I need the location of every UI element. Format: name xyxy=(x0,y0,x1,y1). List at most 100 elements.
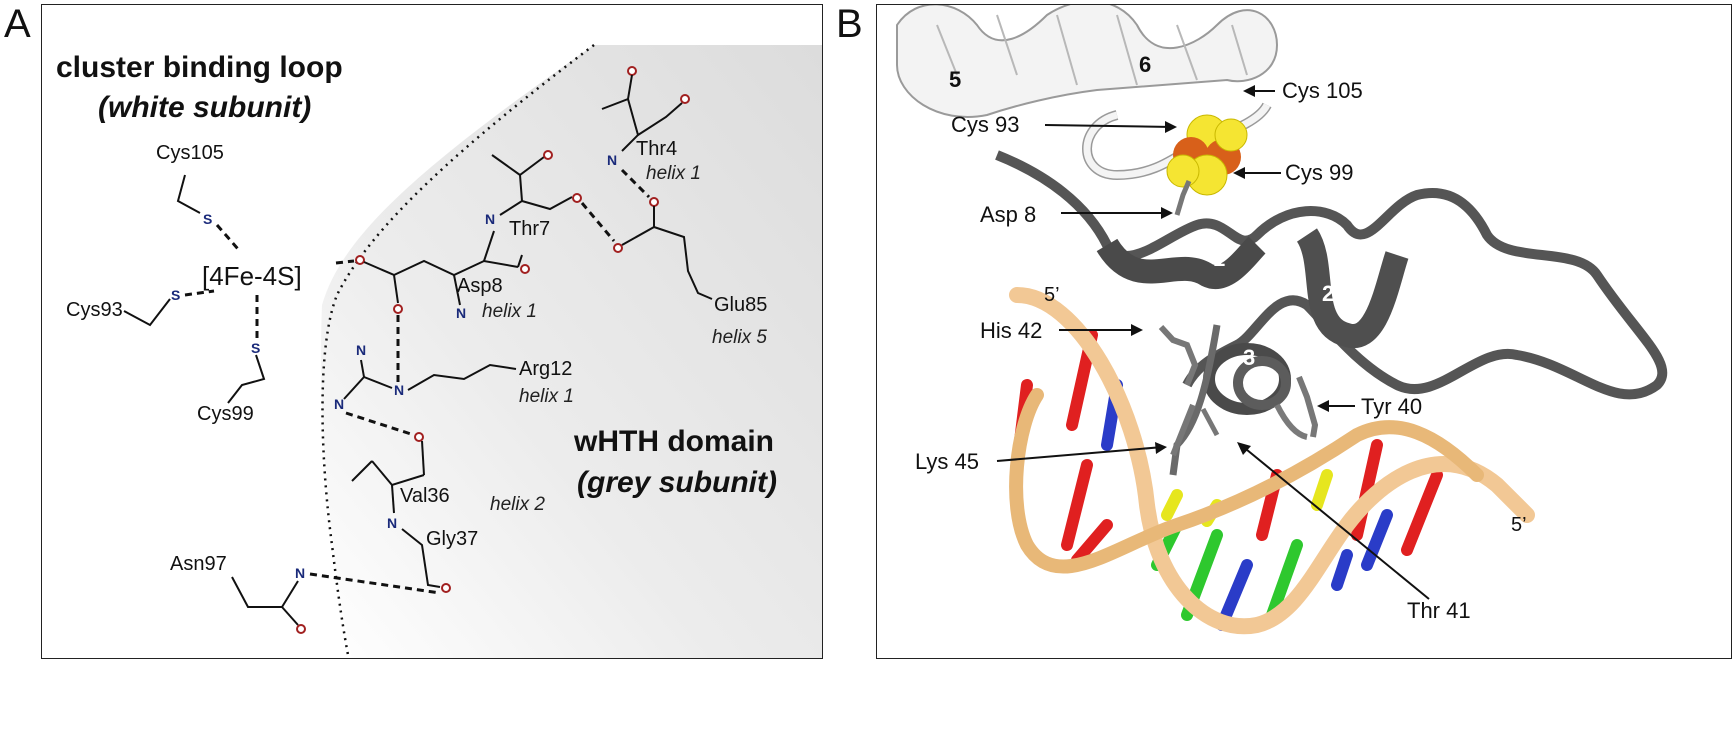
asn97-gly37-hbond xyxy=(309,572,441,595)
dna-5prime-top: 5’ xyxy=(1044,284,1060,306)
title-grey-subunit: (grey subunit) xyxy=(577,466,777,499)
thr7-methyl xyxy=(491,154,521,176)
cys99-b-label: Cys 99 xyxy=(1285,160,1353,185)
thr41-arrow xyxy=(1240,444,1430,600)
cys105-bond xyxy=(176,174,201,214)
his42-arrowhead xyxy=(1131,324,1143,336)
cys105-label: Cys105 xyxy=(156,142,224,164)
arg12-guan-1 xyxy=(360,359,365,378)
thr41-b-label: Thr 41 xyxy=(1407,598,1471,623)
cys93-label: Cys93 xyxy=(66,299,123,321)
arg12-label: Arg12 xyxy=(519,358,572,380)
asp8-arrowhead xyxy=(1161,207,1173,219)
asn97-oxygen xyxy=(296,624,306,634)
helix-number-1: 1 xyxy=(1213,246,1225,271)
panel-a-diagram: cluster binding loop (white subunit) wHT… xyxy=(56,44,822,658)
thr7-nitrogen: N xyxy=(485,211,495,227)
asp8-cluster-hbond xyxy=(335,259,355,265)
cys93-b-label: Cys 93 xyxy=(951,112,1019,137)
thr4-carbonyl xyxy=(637,102,683,136)
helix-number-5: 5 xyxy=(949,67,961,92)
thr7-glu85-hbond xyxy=(580,202,616,242)
asp8-n-bond xyxy=(453,274,461,306)
cys105-arrowhead xyxy=(1243,85,1255,97)
cys99-bond xyxy=(227,354,266,404)
thr7-oxygen-2 xyxy=(572,193,582,203)
thr4-label: Thr4 xyxy=(636,138,677,160)
grey-subunit xyxy=(995,150,1668,476)
panel-b-structure: 5 6 1 2 3 xyxy=(896,5,1668,635)
thr4-oxygen-2 xyxy=(680,94,690,104)
panel-b-letter: B xyxy=(836,2,863,46)
arg12-helix: helix 1 xyxy=(519,386,574,407)
asn97-carbonyl xyxy=(281,606,299,626)
asp8-carbonyl xyxy=(517,254,523,268)
asp8-label: Asp8 xyxy=(457,275,503,297)
val36-oxygen xyxy=(414,432,424,442)
lys45-b-label: Lys 45 xyxy=(915,449,979,474)
lys45-arrow xyxy=(996,446,1164,462)
helix-number-6: 6 xyxy=(1139,52,1151,77)
asp8-helix: helix 1 xyxy=(482,301,537,322)
cys105-sulfur: S xyxy=(203,211,212,227)
cys99-sulfur: S xyxy=(251,340,260,356)
cys105-hbond xyxy=(215,224,240,250)
glu85-helix: helix 5 xyxy=(712,327,767,348)
lys45-arrowhead xyxy=(1155,442,1167,454)
thr7-label: Thr7 xyxy=(509,218,550,240)
cys93-bond xyxy=(123,298,171,327)
glu85-oxygen-1 xyxy=(649,197,659,207)
val36-nitrogen: N xyxy=(387,515,397,531)
tyr40-b-label: Tyr 40 xyxy=(1361,394,1422,419)
val36-n-bond xyxy=(391,484,395,514)
val36-label: Val36 xyxy=(400,485,450,507)
cys93-arrowhead xyxy=(1165,121,1177,133)
side-chains xyxy=(1158,180,1319,457)
gly37-oxygen xyxy=(441,583,451,593)
glu85-label: Glu85 xyxy=(714,294,767,316)
panel-a-frame: cluster binding loop (white subunit) wHT… xyxy=(41,4,823,659)
panel-a-letter: A xyxy=(4,2,31,46)
asp8-oxygen-2 xyxy=(393,304,403,314)
glu85-oxygen-2 xyxy=(613,243,623,253)
cys99-label: Cys99 xyxy=(197,403,254,425)
dna-duplex xyxy=(1009,287,1535,635)
asp8-b-label: Asp 8 xyxy=(980,202,1036,227)
val36-carbonyl xyxy=(421,440,425,476)
asp8-oxygen-3 xyxy=(520,264,530,274)
cys99-arrowhead xyxy=(1233,167,1245,179)
asp8-oxygen-1 xyxy=(355,255,365,265)
asp8-nitrogen: N xyxy=(456,305,466,321)
helix-number-3: 3 xyxy=(1243,345,1255,370)
title-whth-domain: wHTH domain xyxy=(573,425,774,458)
cys93-hbond xyxy=(184,289,215,297)
thr4-helix: helix 1 xyxy=(646,163,701,184)
helix-number-2: 2 xyxy=(1322,281,1334,306)
cys93-arrow xyxy=(1044,124,1174,128)
gly37-backbone xyxy=(401,528,441,588)
arg12-nitrogen-2: N xyxy=(394,382,404,398)
dna-5prime-right: 5’ xyxy=(1511,514,1527,536)
asn97-sidechain xyxy=(231,576,299,608)
tyr40-arrowhead xyxy=(1317,400,1329,412)
thr7-n-bond xyxy=(483,230,495,262)
glu85-sidechain xyxy=(653,226,713,300)
arg12-guan-2 xyxy=(343,376,393,400)
arg12-nitrogen-3: N xyxy=(334,396,344,412)
title-white-subunit: (white subunit) xyxy=(98,91,311,124)
thr41-arrowhead xyxy=(1237,442,1251,455)
thr4-glu85-hbond xyxy=(620,168,651,199)
arg12-nitrogen-1: N xyxy=(356,342,366,358)
val36-helix: helix 2 xyxy=(490,494,545,515)
arg12-sidechain xyxy=(407,363,517,391)
thr4-oxygen-1 xyxy=(627,66,637,76)
thr7-backbone xyxy=(499,156,545,216)
title-cluster-loop: cluster binding loop xyxy=(56,51,343,84)
thr7-carbonyl xyxy=(521,196,573,211)
cys93-sulfur: S xyxy=(171,287,180,303)
whth-domain-shading xyxy=(321,45,822,658)
asn97-label: Asn97 xyxy=(170,553,227,575)
fe-s-cluster-spheres xyxy=(1166,114,1248,196)
fe-s-cluster-label: [4Fe-4S] xyxy=(202,261,302,291)
cys105-b-label: Cys 105 xyxy=(1282,78,1363,103)
